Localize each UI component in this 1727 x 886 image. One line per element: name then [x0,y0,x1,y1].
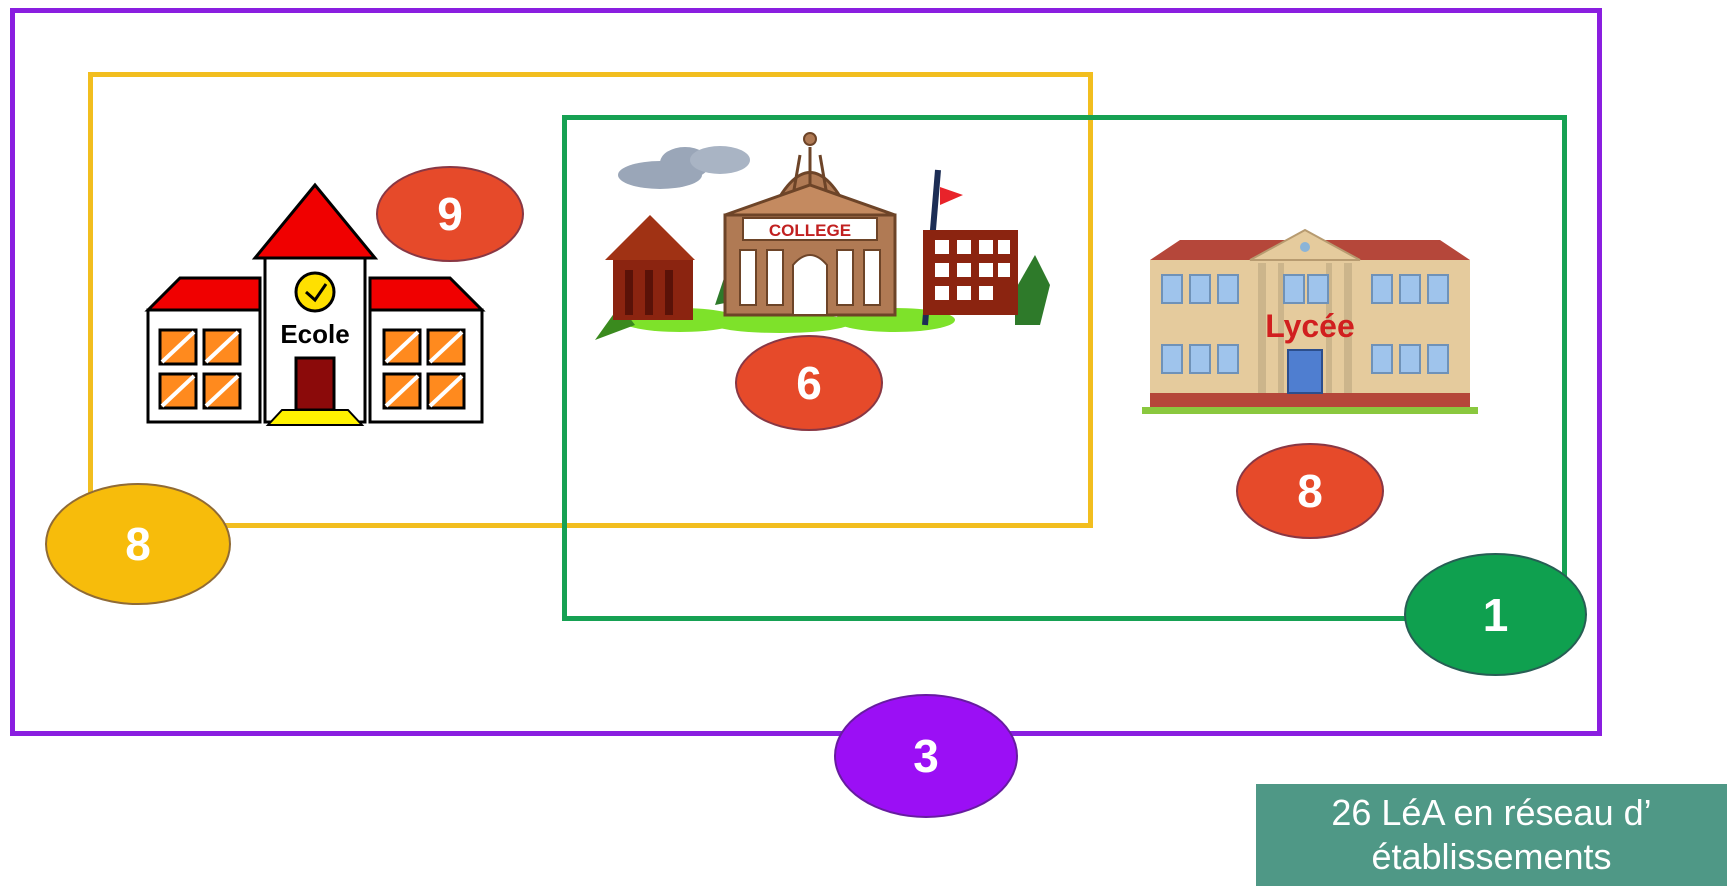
college-count-badge: 6 [735,335,883,431]
lycee-sign: Lycée [1265,308,1355,344]
all-count-badge: 3 [834,694,1018,818]
ecole-building-icon: Ecole [144,182,486,426]
college-sign: COLLEGE [769,221,851,240]
lycee-count-badge: 8 [1236,443,1384,539]
caption-line-2: établissements [1371,836,1612,877]
lycee-building-icon: Lycée [1142,228,1478,414]
college-building-icon: COLLEGE [595,132,1050,340]
college-lycee-count-badge: 1 [1404,553,1587,676]
caption-box: 26 LéA en réseau d’ établissements [1256,784,1727,886]
ecole-college-count-badge: 8 [45,483,231,605]
caption-line-1: 26 LéA en réseau d’ [1331,792,1652,833]
all-schools-frame [10,8,1602,736]
ecole-sign: Ecole [280,319,349,349]
ecole-count-badge: 9 [376,166,524,262]
ecole-college-frame [88,72,1093,528]
college-lycee-frame [562,115,1567,621]
